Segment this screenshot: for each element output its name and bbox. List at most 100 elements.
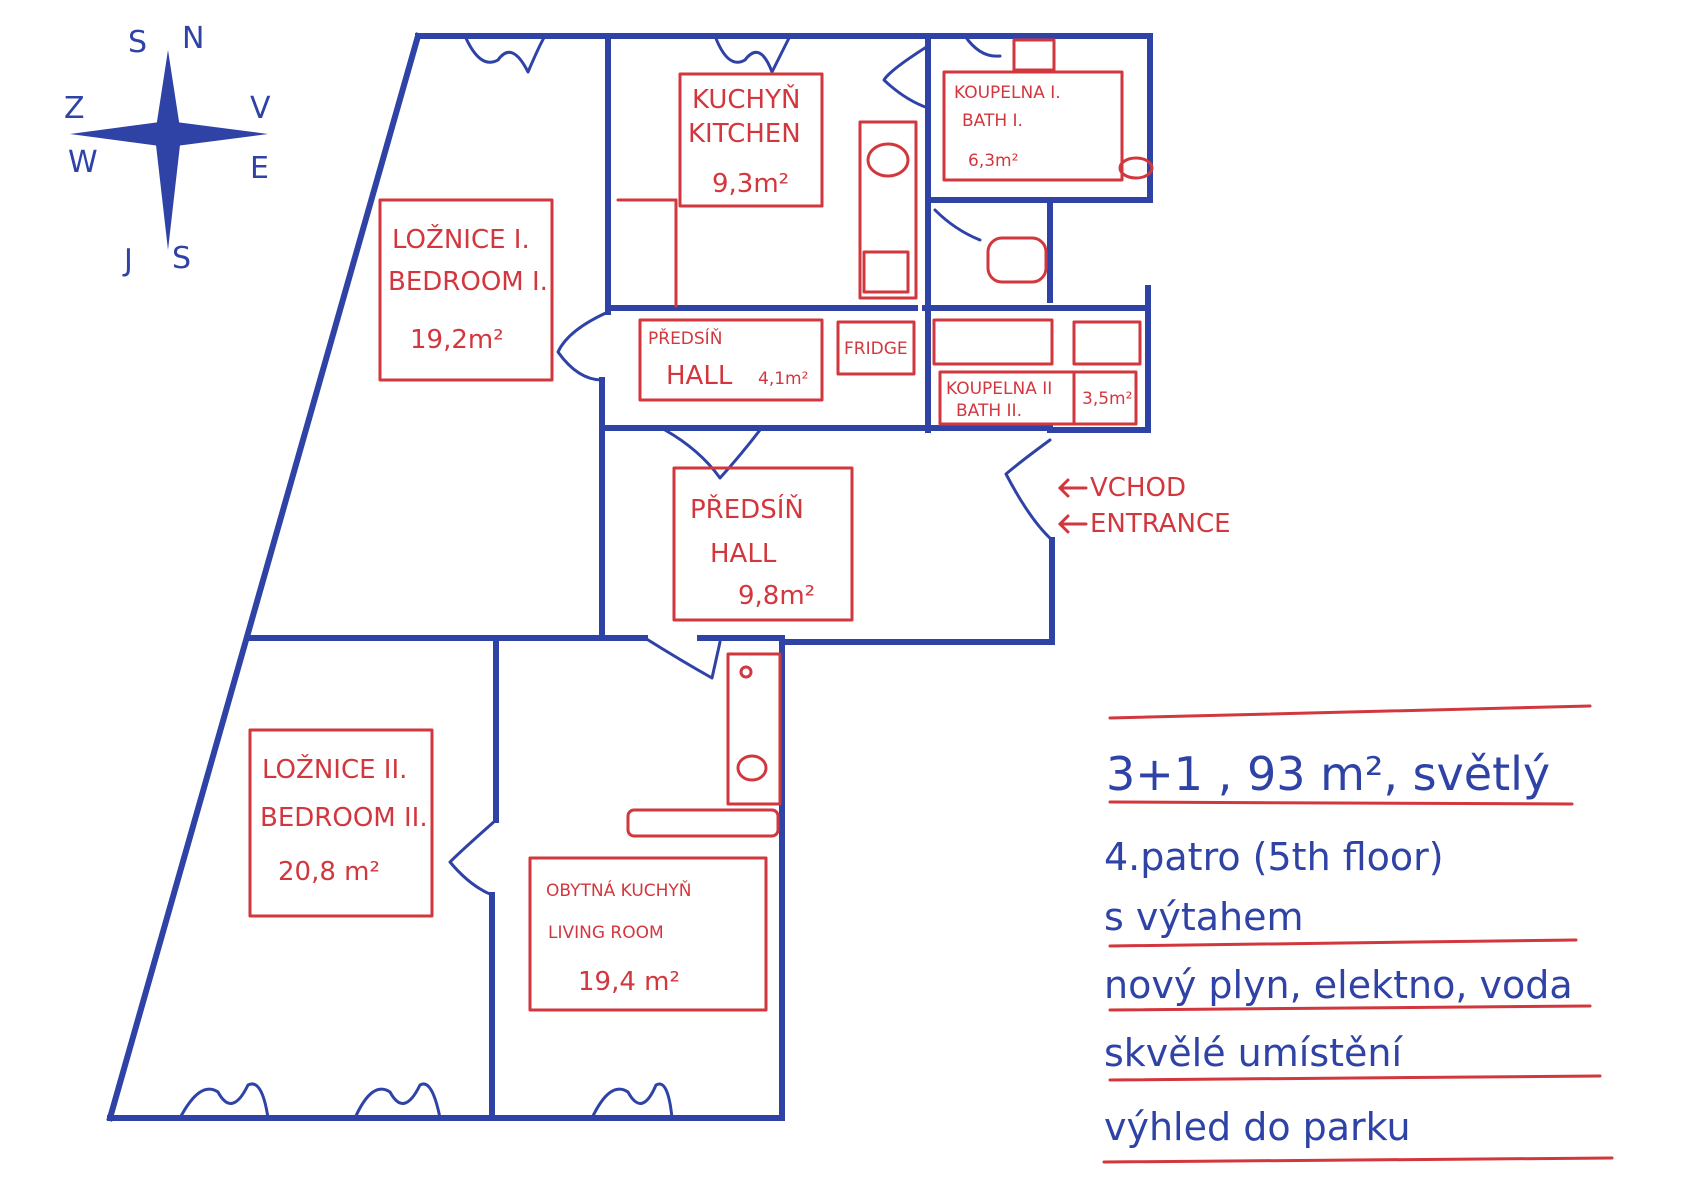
compass-rose: S N Z W V E J S — [64, 21, 271, 278]
living-counter — [626, 808, 780, 838]
kitchen-name-cz: KUCHYŇ — [692, 83, 800, 115]
hall-small-name-cz: PŘEDSÍŇ — [648, 327, 722, 349]
kitchen-sink — [866, 142, 910, 178]
window-bedroom2-b — [353, 1082, 442, 1120]
entrance-arrow-bottom — [1057, 514, 1088, 534]
door-bath1 — [882, 44, 930, 110]
note-rule-5 — [1102, 1156, 1614, 1164]
hall-small-name-en: HALL — [666, 361, 733, 391]
note-rule-3 — [1108, 1004, 1592, 1012]
living-label-box — [528, 856, 768, 1012]
toilet-1 — [986, 236, 1048, 284]
outer-walls — [106, 32, 1153, 1122]
compass-east-letter-en: E — [250, 151, 269, 186]
entrance-label-cz: VCHOD — [1090, 473, 1186, 503]
compass-west-letter-en: W — [68, 145, 98, 180]
compass-south-letter-en: S — [172, 241, 191, 276]
compass-north-letter-cz: S — [128, 25, 147, 60]
bath2-area: 3,5m² — [1082, 389, 1132, 409]
bath2-basin — [1072, 320, 1142, 366]
door-hall-divider — [663, 428, 762, 480]
note-view: výhled do parku — [1104, 1105, 1411, 1149]
hall-small-area: 4,1m² — [758, 369, 808, 389]
door-wc — [933, 208, 982, 242]
room-fridge: FRIDGE — [836, 320, 916, 376]
bath1-label-box — [942, 70, 1124, 182]
fridge-box — [836, 320, 916, 376]
bath2-tub — [932, 318, 1054, 366]
door-bedroom2 — [448, 818, 498, 897]
bedroom2-area: 20,8 m² — [278, 857, 380, 887]
note-floor: 4.patro (5th floor) — [1104, 835, 1444, 879]
kitchen-name-en: KITCHEN — [688, 119, 801, 149]
living-area: 19,4 m² — [578, 967, 680, 997]
room-kitchen: KUCHYŇ KITCHEN 9,3m² — [678, 72, 824, 208]
window-bedroom1 — [463, 34, 547, 74]
window-living — [590, 1082, 674, 1120]
bedroom2-name-cz: LOŽNICE II. — [262, 753, 407, 785]
compass-south-point — [156, 135, 180, 250]
bath1-area: 6,3m² — [968, 151, 1018, 171]
living-name-en: LIVING ROOM — [548, 923, 664, 943]
bedroom1-area: 19,2m² — [410, 325, 504, 355]
entrance-arrow-top — [1057, 478, 1088, 498]
compass-north-point — [156, 50, 180, 138]
bath2-name-en: BATH II. — [956, 401, 1022, 421]
note-utilities: nový plyn, elektno, voda — [1104, 963, 1573, 1007]
bedroom1-name-cz: LOŽNICE I. — [392, 223, 530, 255]
compass-north-letter-en: N — [182, 21, 204, 56]
entrance-marker: VCHOD ENTRANCE — [1057, 473, 1231, 539]
hall-big-name-en: HALL — [710, 539, 777, 569]
window-bath1 — [963, 34, 1002, 58]
bath1-name-cz: KOUPELNA I. — [954, 83, 1061, 103]
bath1-shower — [1118, 156, 1154, 180]
compass-south-letter-cz: J — [122, 243, 133, 278]
note-elevator: s výtahem — [1104, 895, 1304, 939]
living-name-cz: OBYTNÁ KUCHYŇ — [546, 879, 692, 901]
bath1-name-en: BATH I. — [962, 111, 1023, 131]
kitchen-area: 9,3m² — [712, 169, 789, 199]
note-rule-4 — [1108, 1074, 1602, 1082]
compass-west-point — [70, 122, 168, 146]
bath2-label-box — [938, 370, 1138, 426]
hall-small-label-box — [638, 318, 824, 402]
fixtures — [616, 38, 1154, 838]
doors — [448, 44, 1054, 897]
room-bedroom2: LOŽNICE II. BEDROOM II. 20,8 m² — [248, 728, 434, 918]
note-rule-2 — [1108, 938, 1578, 948]
room-bath2: KOUPELNA II BATH II. 3,5m² — [938, 370, 1138, 426]
kitchen-label-box — [678, 72, 824, 208]
note-rule-1 — [1108, 800, 1574, 806]
window-bedroom2-a — [178, 1082, 270, 1120]
kitchen-stove — [862, 250, 910, 294]
door-entrance — [1004, 438, 1054, 542]
living-sink — [736, 754, 768, 782]
kitchen-counter — [858, 120, 918, 300]
compass-east-point — [168, 122, 268, 146]
living-stove-burner — [739, 665, 753, 679]
hall-big-name-cz: PŘEDSÍŇ — [690, 493, 804, 525]
living-kitchen-unit — [726, 652, 782, 806]
bedroom1-name-en: BEDROOM I. — [388, 267, 548, 297]
entrance-label-en: ENTRANCE — [1090, 509, 1231, 539]
bedroom2-name-en: BEDROOM II. — [260, 803, 428, 833]
hall-big-label-box — [672, 466, 854, 622]
bath2-name-cz: KOUPELNA II — [946, 379, 1052, 399]
window-kitchen — [713, 34, 792, 74]
note-location: skvělé umístění — [1104, 1031, 1404, 1075]
windows — [178, 34, 1002, 1120]
compass-east-letter-cz: V — [250, 91, 271, 126]
note-summary: 3+1 , 93 m², světlý — [1106, 747, 1550, 801]
bedroom1-label-box — [378, 198, 554, 382]
room-bath1: KOUPELNA I. BATH I. 6,3m² — [942, 70, 1124, 182]
interior-walls — [247, 33, 1151, 1121]
note-rule-0 — [1108, 704, 1592, 720]
room-hall-small: PŘEDSÍŇ HALL 4,1m² — [638, 318, 824, 402]
room-living: OBYTNÁ KUCHYŇ LIVING ROOM 19,4 m² — [528, 856, 768, 1012]
hall-big-area: 9,8m² — [738, 581, 815, 611]
door-bedroom1 — [556, 310, 610, 382]
door-living — [643, 636, 722, 680]
bath1-sink — [1012, 38, 1056, 72]
